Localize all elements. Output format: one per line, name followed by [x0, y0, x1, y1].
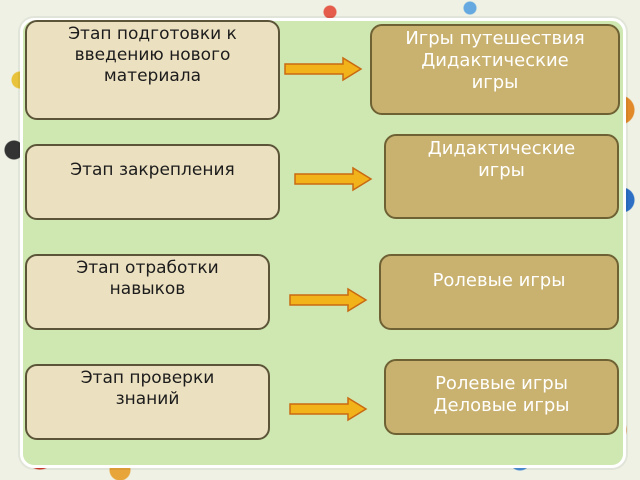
stage-box-consolidation: Этап закрепления [25, 144, 280, 220]
arrow-right-icon [284, 56, 363, 82]
games-box-skills: Ролевые игры [379, 254, 619, 330]
games-box-consolidation: Дидактические игры [384, 134, 619, 219]
arrow-right-icon [289, 287, 368, 313]
arrow-right-icon [294, 166, 373, 192]
stage-box-preparation: Этап подготовки к введению нового матери… [25, 20, 280, 120]
stage-box-skills: Этап отработки навыков [25, 254, 270, 330]
arrow-right-icon [289, 396, 368, 422]
games-box-preparation: Игры путешествия Дидактические игры [370, 24, 620, 115]
stage-box-check: Этап проверки знаний [25, 364, 270, 440]
games-box-check: Ролевые игры Деловые игры [384, 359, 619, 435]
